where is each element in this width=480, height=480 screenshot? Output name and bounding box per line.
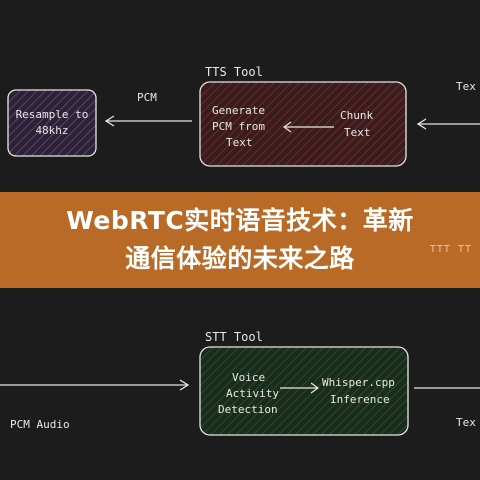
top-right-text-label: Tex (456, 80, 476, 93)
pcm-audio-arrow-head (179, 379, 190, 391)
whisper-label-line1: Whisper.cpp (322, 376, 395, 389)
banner-title-line1: WebRTC实时语音技术：革新 (66, 206, 414, 235)
chunk-label-line2: Text (344, 126, 371, 139)
bottom-right-text-label: Tex (456, 416, 476, 429)
chunk-to-generate-arrow-head (282, 121, 292, 133)
tts-tool-box (199, 81, 407, 167)
generate-label-line3: Text (226, 136, 253, 149)
pcm-label: PCM (137, 91, 157, 104)
text-in-arrow-head (416, 118, 427, 130)
banner-side-label: TTT TT (429, 244, 472, 255)
resample-label-line1: Resample to (16, 108, 89, 121)
tts-tool-label: TTS Tool (205, 65, 263, 79)
resample-label-line2: 48khz (35, 124, 68, 137)
vad-to-whisper-arrow-head (310, 382, 320, 394)
generate-label-line1: Generate (212, 104, 265, 117)
banner-title: WebRTC实时语音技术：革新 通信体验的未来之路 (66, 202, 414, 278)
pcm-arrow-head (104, 115, 115, 127)
chunk-label-line1: Chunk (340, 109, 373, 122)
vad-label-line2: Activity (226, 387, 279, 400)
banner-title-line2: 通信体验的未来之路 (125, 244, 355, 273)
vad-label-line1: Voice (232, 371, 265, 384)
vad-label-line3: Detection (218, 403, 278, 416)
resample-box (7, 89, 97, 157)
title-banner: WebRTC实时语音技术：革新 通信体验的未来之路 TTT TT (0, 192, 480, 288)
whisper-label-line2: Inference (330, 393, 390, 406)
stt-tool-label: STT Tool (205, 330, 263, 344)
pcm-audio-label: PCM Audio (10, 418, 70, 431)
generate-label-line2: PCM from (212, 120, 265, 133)
stt-tool-box (199, 346, 409, 436)
